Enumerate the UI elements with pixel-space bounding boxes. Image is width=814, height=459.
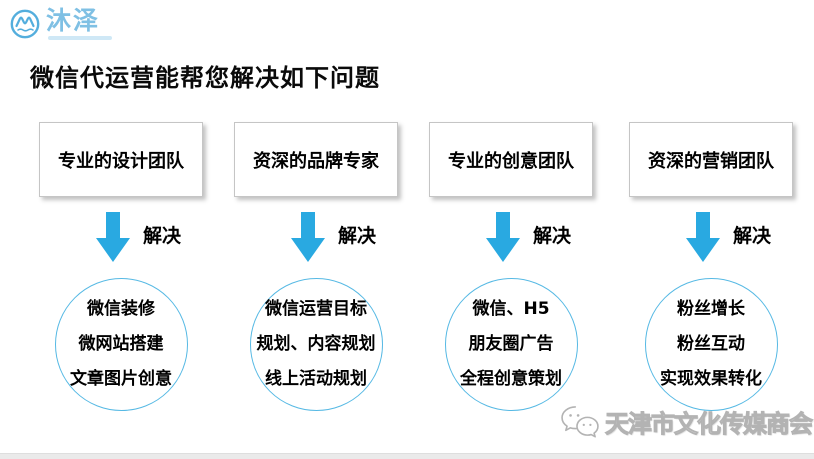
solve-label: 解决 [533, 225, 572, 247]
team-box: 资深的品牌专家 [234, 122, 398, 197]
wechat-icon [561, 405, 599, 438]
solution-line: 微信装修 [87, 299, 155, 319]
team-box: 资深的营销团队 [629, 122, 793, 197]
logo-text: 沐泽 [46, 6, 101, 35]
page-title: 微信代运营能帮您解决如下问题 [30, 64, 380, 92]
solution-line: 全程创意策划 [460, 369, 562, 389]
solution-line: 规划、内容规划 [256, 334, 376, 354]
solve-label: 解决 [143, 225, 182, 247]
watermark: 天津市文化传媒商会 [560, 404, 814, 439]
team-label: 资深的品牌专家 [253, 150, 379, 172]
down-arrow-icon [291, 212, 325, 262]
solution-column-creative: 专业的创意团队 解决 微信、H5 朋友圈广告 全程创意策划 [413, 122, 609, 411]
solution-circle: 微信装修 微网站搭建 文章图片创意 [54, 278, 188, 411]
muze-logo-icon [10, 9, 40, 39]
solve-label: 解决 [733, 225, 772, 247]
down-arrow-icon [686, 212, 720, 262]
solution-circle: 粉丝增长 粉丝互动 实现效果转化 [644, 278, 778, 411]
solution-line: 朋友圈广告 [468, 334, 554, 354]
solution-line: 粉丝增长 [677, 299, 745, 319]
solution-column-design: 专业的设计团队 解决 微信装修 微网站搭建 文章图片创意 [23, 122, 219, 411]
team-label: 专业的设计团队 [58, 150, 184, 172]
team-box: 专业的创意团队 [429, 122, 593, 197]
solution-circle: 微信运营目标 规划、内容规划 线上活动规划 [249, 278, 383, 411]
arrow-row: 解决 [613, 212, 809, 262]
solution-circle: 微信、H5 朋友圈广告 全程创意策划 [444, 278, 578, 411]
arrow-row: 解决 [218, 212, 414, 262]
logo-tagline [48, 36, 112, 40]
solution-line: 微网站搭建 [78, 334, 164, 354]
down-arrow-icon [96, 212, 130, 262]
team-label: 专业的创意团队 [448, 150, 574, 172]
solution-line: 实现效果转化 [660, 369, 762, 389]
logo: 沐泽 [10, 6, 112, 40]
down-arrow-icon [486, 212, 520, 262]
solution-line: 线上活动规划 [265, 369, 367, 389]
solution-line: 文章图片创意 [70, 369, 172, 389]
arrow-row: 解决 [23, 212, 219, 262]
solution-column-brand: 资深的品牌专家 解决 微信运营目标 规划、内容规划 线上活动规划 [218, 122, 414, 411]
solve-label: 解决 [338, 225, 377, 247]
solution-column-marketing: 资深的营销团队 解决 粉丝增长 粉丝互动 实现效果转化 [613, 122, 809, 411]
solution-line: 微信、H5 [472, 299, 550, 319]
bottom-divider [0, 453, 814, 459]
team-box: 专业的设计团队 [39, 122, 203, 197]
arrow-row: 解决 [413, 212, 609, 262]
watermark-text: 天津市文化传媒商会 [605, 410, 814, 439]
solution-line: 粉丝互动 [677, 334, 745, 354]
solution-line: 微信运营目标 [265, 299, 367, 319]
team-label: 资深的营销团队 [648, 150, 774, 172]
